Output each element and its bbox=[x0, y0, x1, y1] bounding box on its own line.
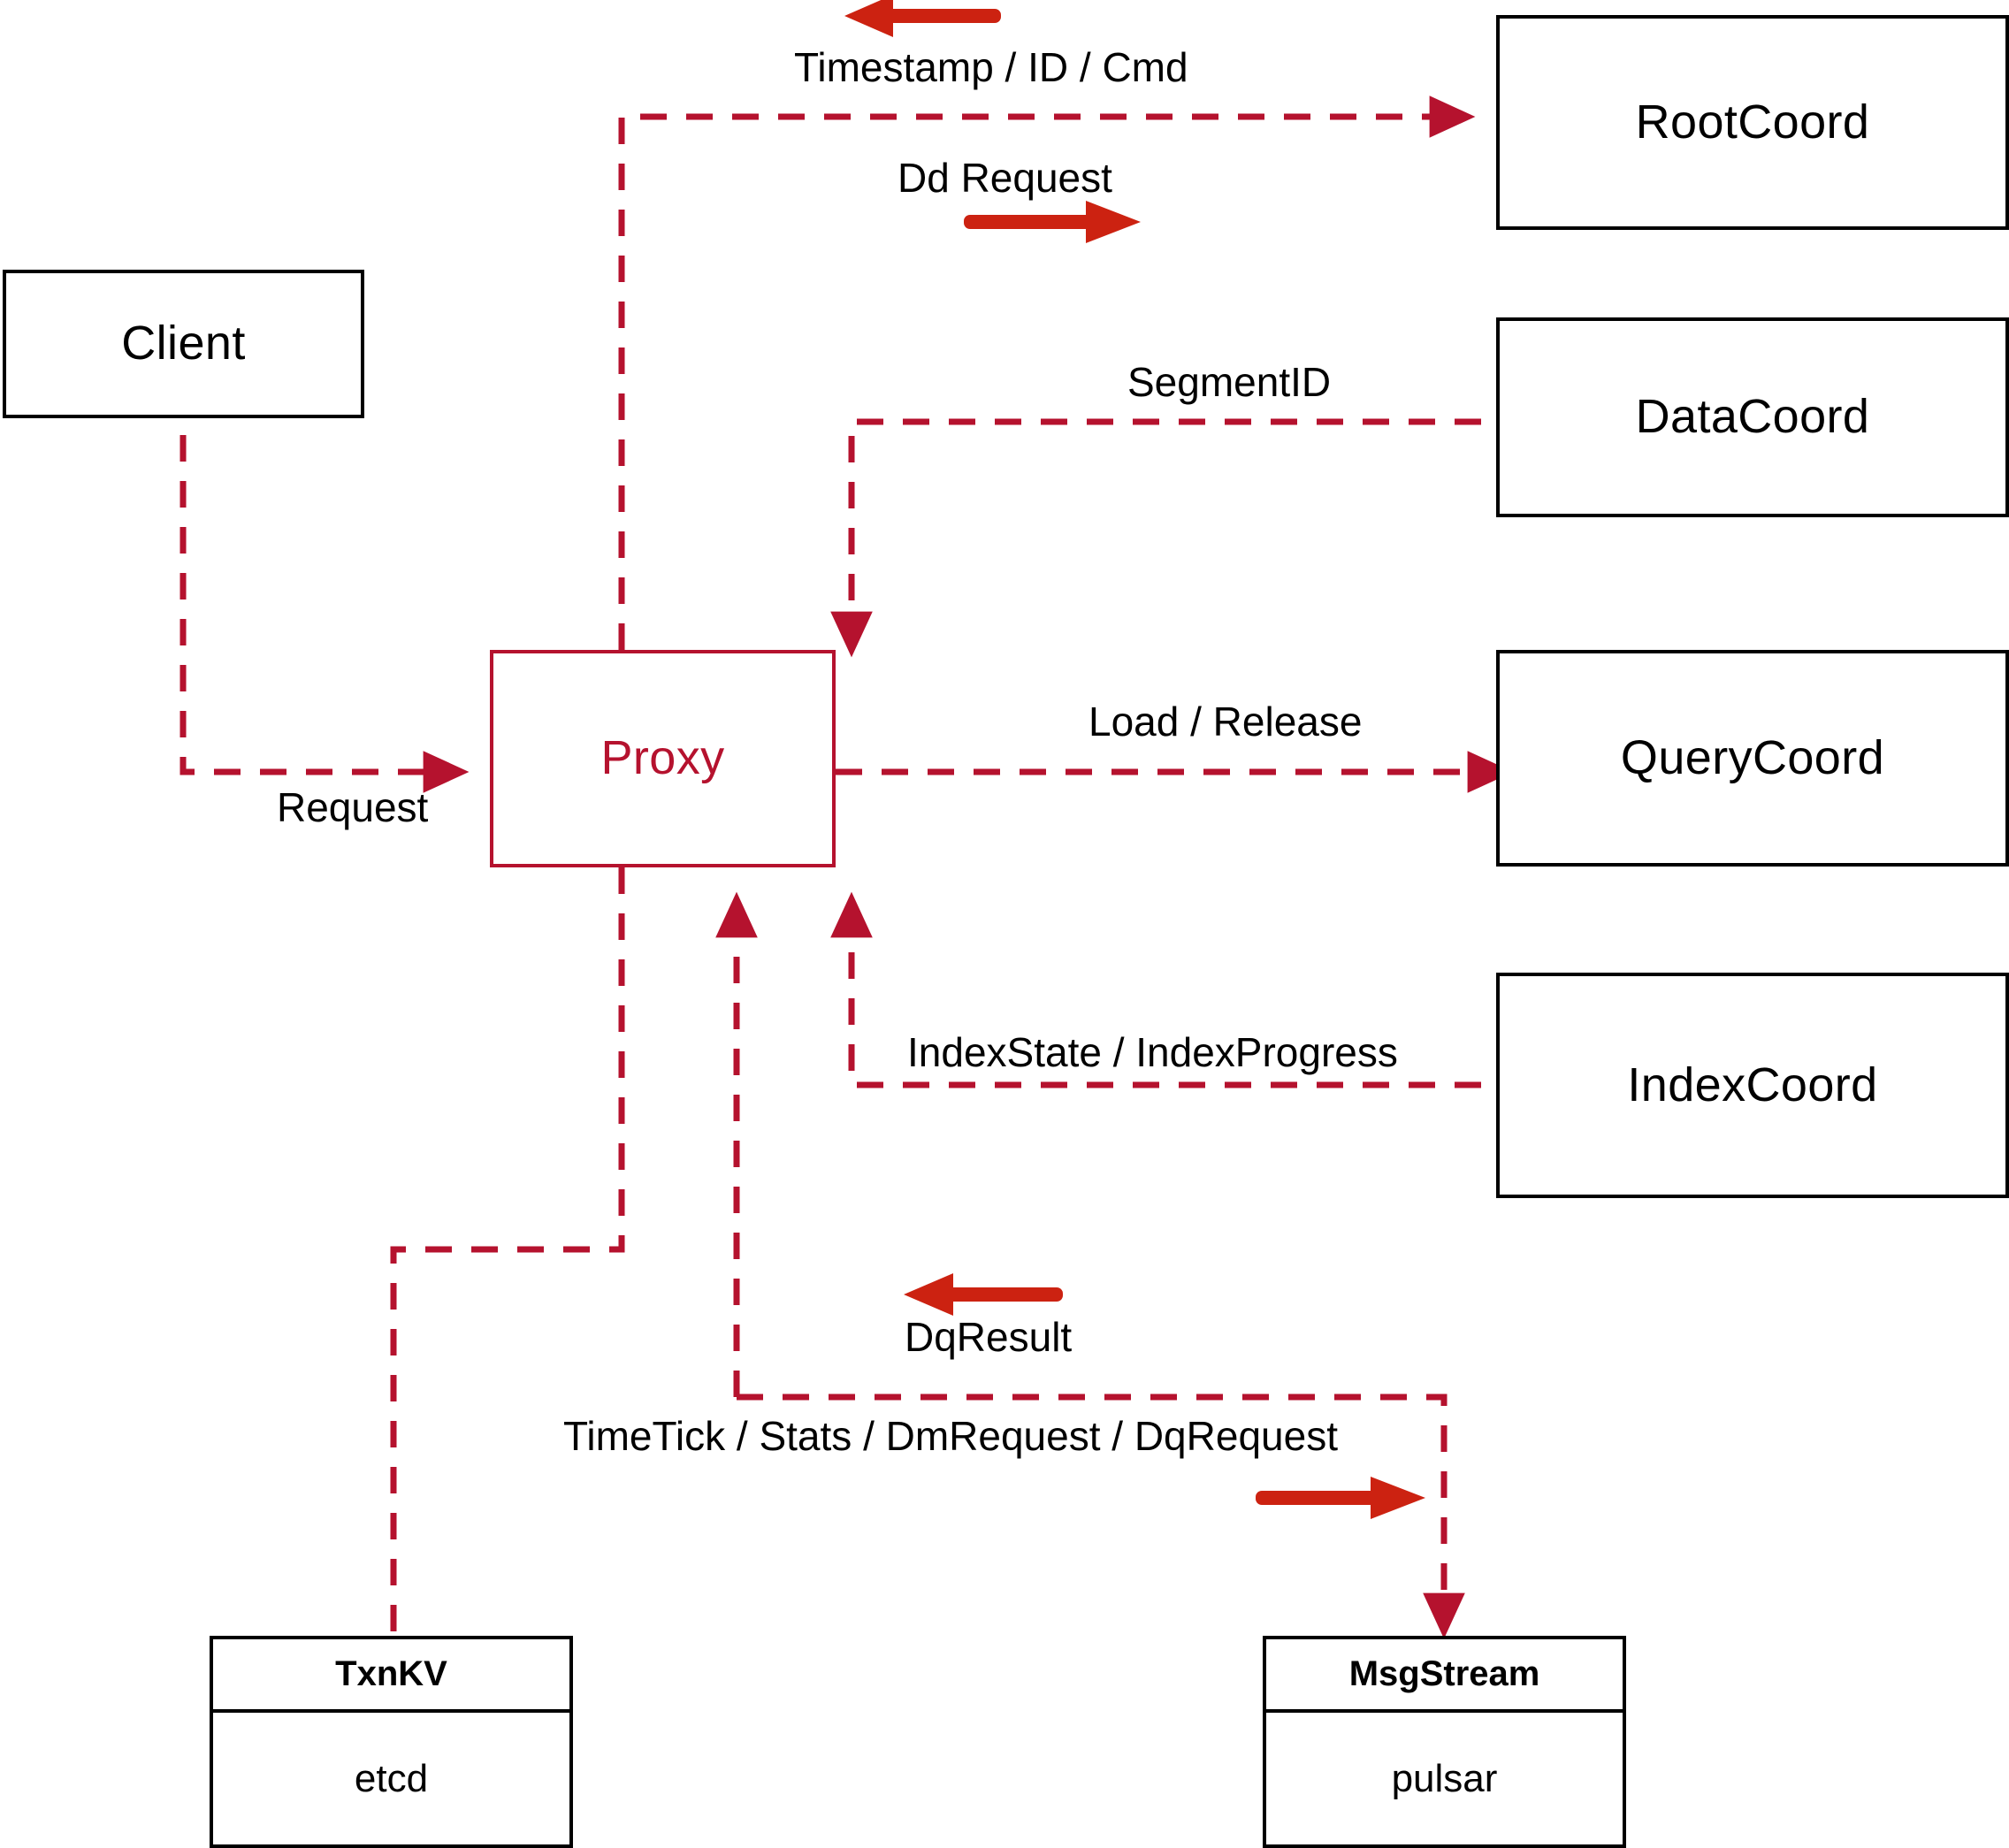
wire-datacoord-proxy bbox=[830, 418, 1527, 658]
node-msgstream-impl: pulsar bbox=[1391, 1756, 1498, 1800]
arrow-right-timetick bbox=[1256, 1477, 1425, 1519]
node-client[interactable]: Client bbox=[3, 270, 364, 418]
node-msgstream-body: pulsar bbox=[1266, 1713, 1623, 1844]
node-datacoord-label: DataCoord bbox=[1635, 390, 1870, 444]
node-msgstream[interactable]: MsgStream pulsar bbox=[1263, 1636, 1626, 1848]
node-datacoord[interactable]: DataCoord bbox=[1496, 317, 2009, 517]
arrow-left-dq-result bbox=[904, 1273, 1063, 1316]
node-rootcoord-label: RootCoord bbox=[1635, 95, 1870, 149]
edge-label-timetick-stats-dm-dq: TimeTick / Stats / DmRequest / DqRequest bbox=[563, 1413, 1338, 1459]
node-indexcoord-label: IndexCoord bbox=[1627, 1058, 1878, 1111]
node-txnkv-header: TxnKV bbox=[213, 1639, 569, 1713]
node-querycoord-label: QueryCoord bbox=[1620, 730, 1885, 784]
edge-label-load-release: Load / Release bbox=[1089, 699, 1363, 745]
node-msgstream-title: MsgStream bbox=[1348, 1654, 1540, 1693]
node-proxy-label: Proxy bbox=[600, 731, 725, 785]
node-proxy[interactable]: Proxy bbox=[490, 650, 836, 867]
node-client-label: Client bbox=[121, 317, 246, 370]
edge-label-dd-request: Dd Request bbox=[898, 155, 1112, 201]
edge-label-dq-result: DqResult bbox=[905, 1314, 1073, 1360]
node-indexcoord[interactable]: IndexCoord bbox=[1496, 973, 2009, 1198]
node-txnkv-impl: etcd bbox=[354, 1756, 429, 1800]
node-querycoord[interactable]: QueryCoord bbox=[1496, 650, 2009, 867]
node-msgstream-header: MsgStream bbox=[1266, 1639, 1623, 1713]
edge-label-segment-id: SegmentID bbox=[1127, 359, 1332, 405]
arrow-right-dd-request bbox=[964, 201, 1141, 243]
edge-label-request: Request bbox=[277, 784, 429, 830]
node-txnkv[interactable]: TxnKV etcd bbox=[210, 1636, 573, 1848]
edge-label-timestamp-id-cmd: Timestamp / ID / Cmd bbox=[794, 44, 1188, 90]
edge-label-index-state-progress: IndexState / IndexProgress bbox=[907, 1029, 1398, 1075]
node-rootcoord[interactable]: RootCoord bbox=[1496, 15, 2009, 230]
wire-client-proxy bbox=[180, 389, 470, 793]
node-txnkv-body: etcd bbox=[213, 1713, 569, 1844]
arrow-left-timestamp bbox=[844, 0, 1001, 37]
node-txnkv-title: TxnKV bbox=[335, 1654, 447, 1693]
wire-proxy-txnkv bbox=[390, 867, 625, 1634]
